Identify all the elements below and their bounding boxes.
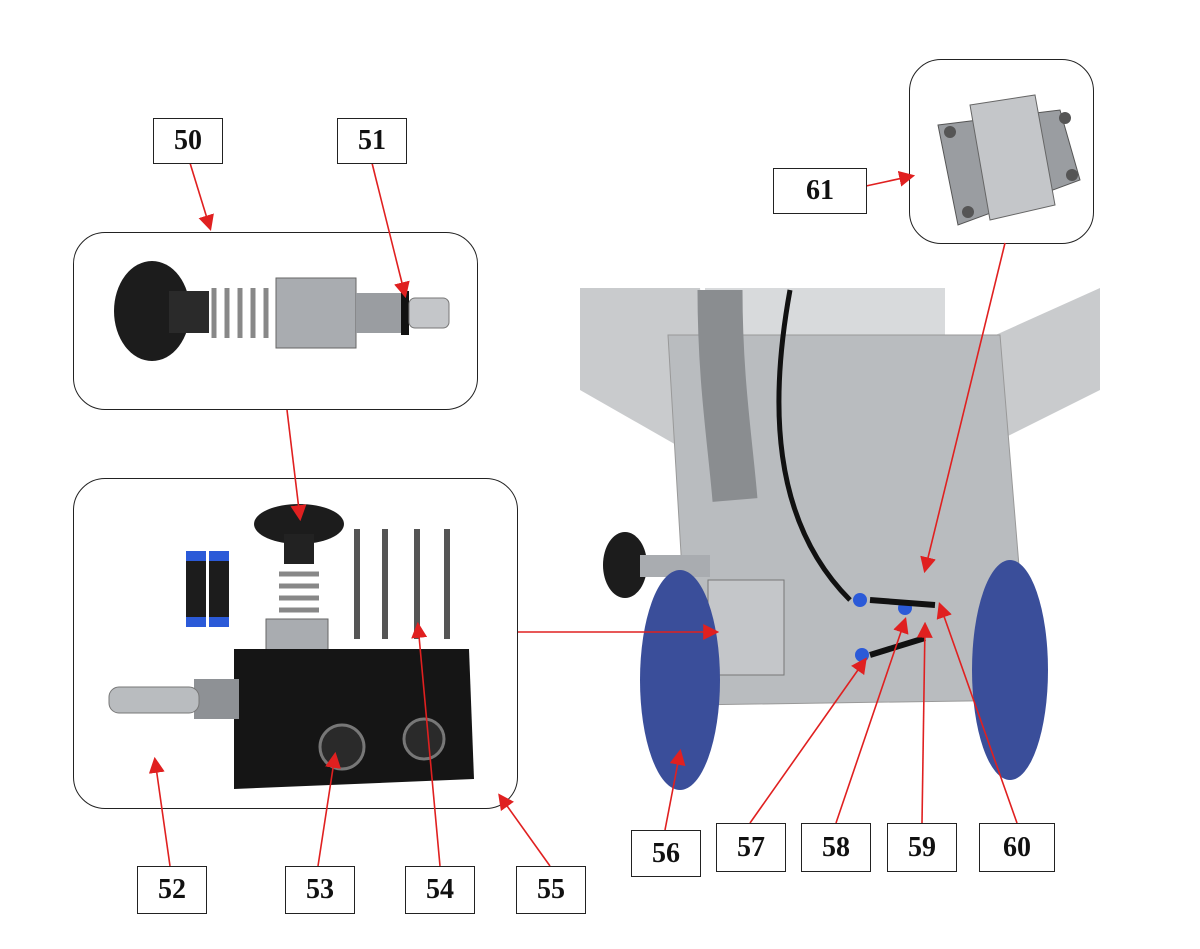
arrow-53 <box>317 751 341 867</box>
arrow-pin-to-block <box>286 409 307 522</box>
bracket-illustration <box>937 94 1081 226</box>
arrow-52 <box>148 756 171 867</box>
arrow-51 <box>371 162 410 299</box>
arrow-58 <box>835 616 909 824</box>
callout-51: 51 <box>337 118 407 164</box>
callout-59: 59 <box>887 823 957 872</box>
panel-valve-block <box>73 478 518 809</box>
arrow-56 <box>664 748 686 831</box>
callout-55: 55 <box>516 866 586 914</box>
callout-61: 61 <box>773 168 867 214</box>
callout-60: 60 <box>979 823 1055 872</box>
arrow-60 <box>936 601 1018 824</box>
arrow-57 <box>749 657 867 824</box>
callout-56: 56 <box>631 830 701 877</box>
arrow-55 <box>498 793 551 867</box>
callout-50: 50 <box>153 118 223 164</box>
callout-53: 53 <box>285 866 355 914</box>
panel-bracket <box>909 59 1094 244</box>
panel-index-pin <box>73 232 478 410</box>
valve-block-illustration <box>108 504 474 789</box>
arrow-59 <box>916 621 933 824</box>
callout-58: 58 <box>801 823 871 872</box>
arrow-54 <box>411 621 441 867</box>
callout-57: 57 <box>716 823 786 872</box>
callout-54: 54 <box>405 866 475 914</box>
arrow-50 <box>189 162 214 232</box>
arrow-61 <box>865 170 916 187</box>
arrow-bracket-to-machine <box>920 242 1006 574</box>
index-pin-illustration <box>114 261 450 361</box>
callout-52: 52 <box>137 866 207 914</box>
